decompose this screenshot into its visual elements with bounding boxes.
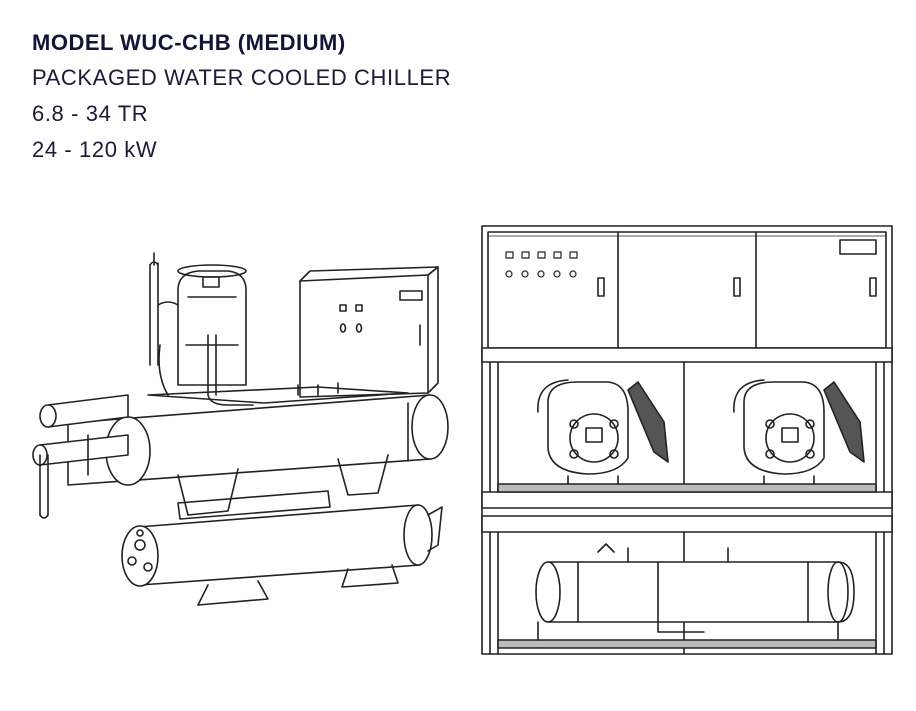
compressor-icon xyxy=(178,265,246,385)
chiller-isometric-icon xyxy=(28,245,480,615)
compressor-left-icon xyxy=(538,380,668,484)
capacity-tr: 6.8 - 34 TR xyxy=(32,101,149,126)
product-name: PACKAGED WATER COOLED CHILLER xyxy=(32,65,452,90)
control-panel-icon xyxy=(300,267,438,397)
model-title: MODEL WUC-CHB (MEDIUM) xyxy=(32,30,346,55)
condenser-shell-icon xyxy=(33,395,448,518)
evaporator-shell-icon xyxy=(122,505,442,586)
product-header: MODEL WUC-CHB (MEDIUM) PACKAGED WATER CO… xyxy=(32,30,451,172)
capacity-kw: 24 - 120 kW xyxy=(32,137,158,162)
chiller-front-view-icon xyxy=(478,222,896,658)
shell-tube-icon xyxy=(536,544,854,640)
compressor-right-icon xyxy=(734,380,864,484)
